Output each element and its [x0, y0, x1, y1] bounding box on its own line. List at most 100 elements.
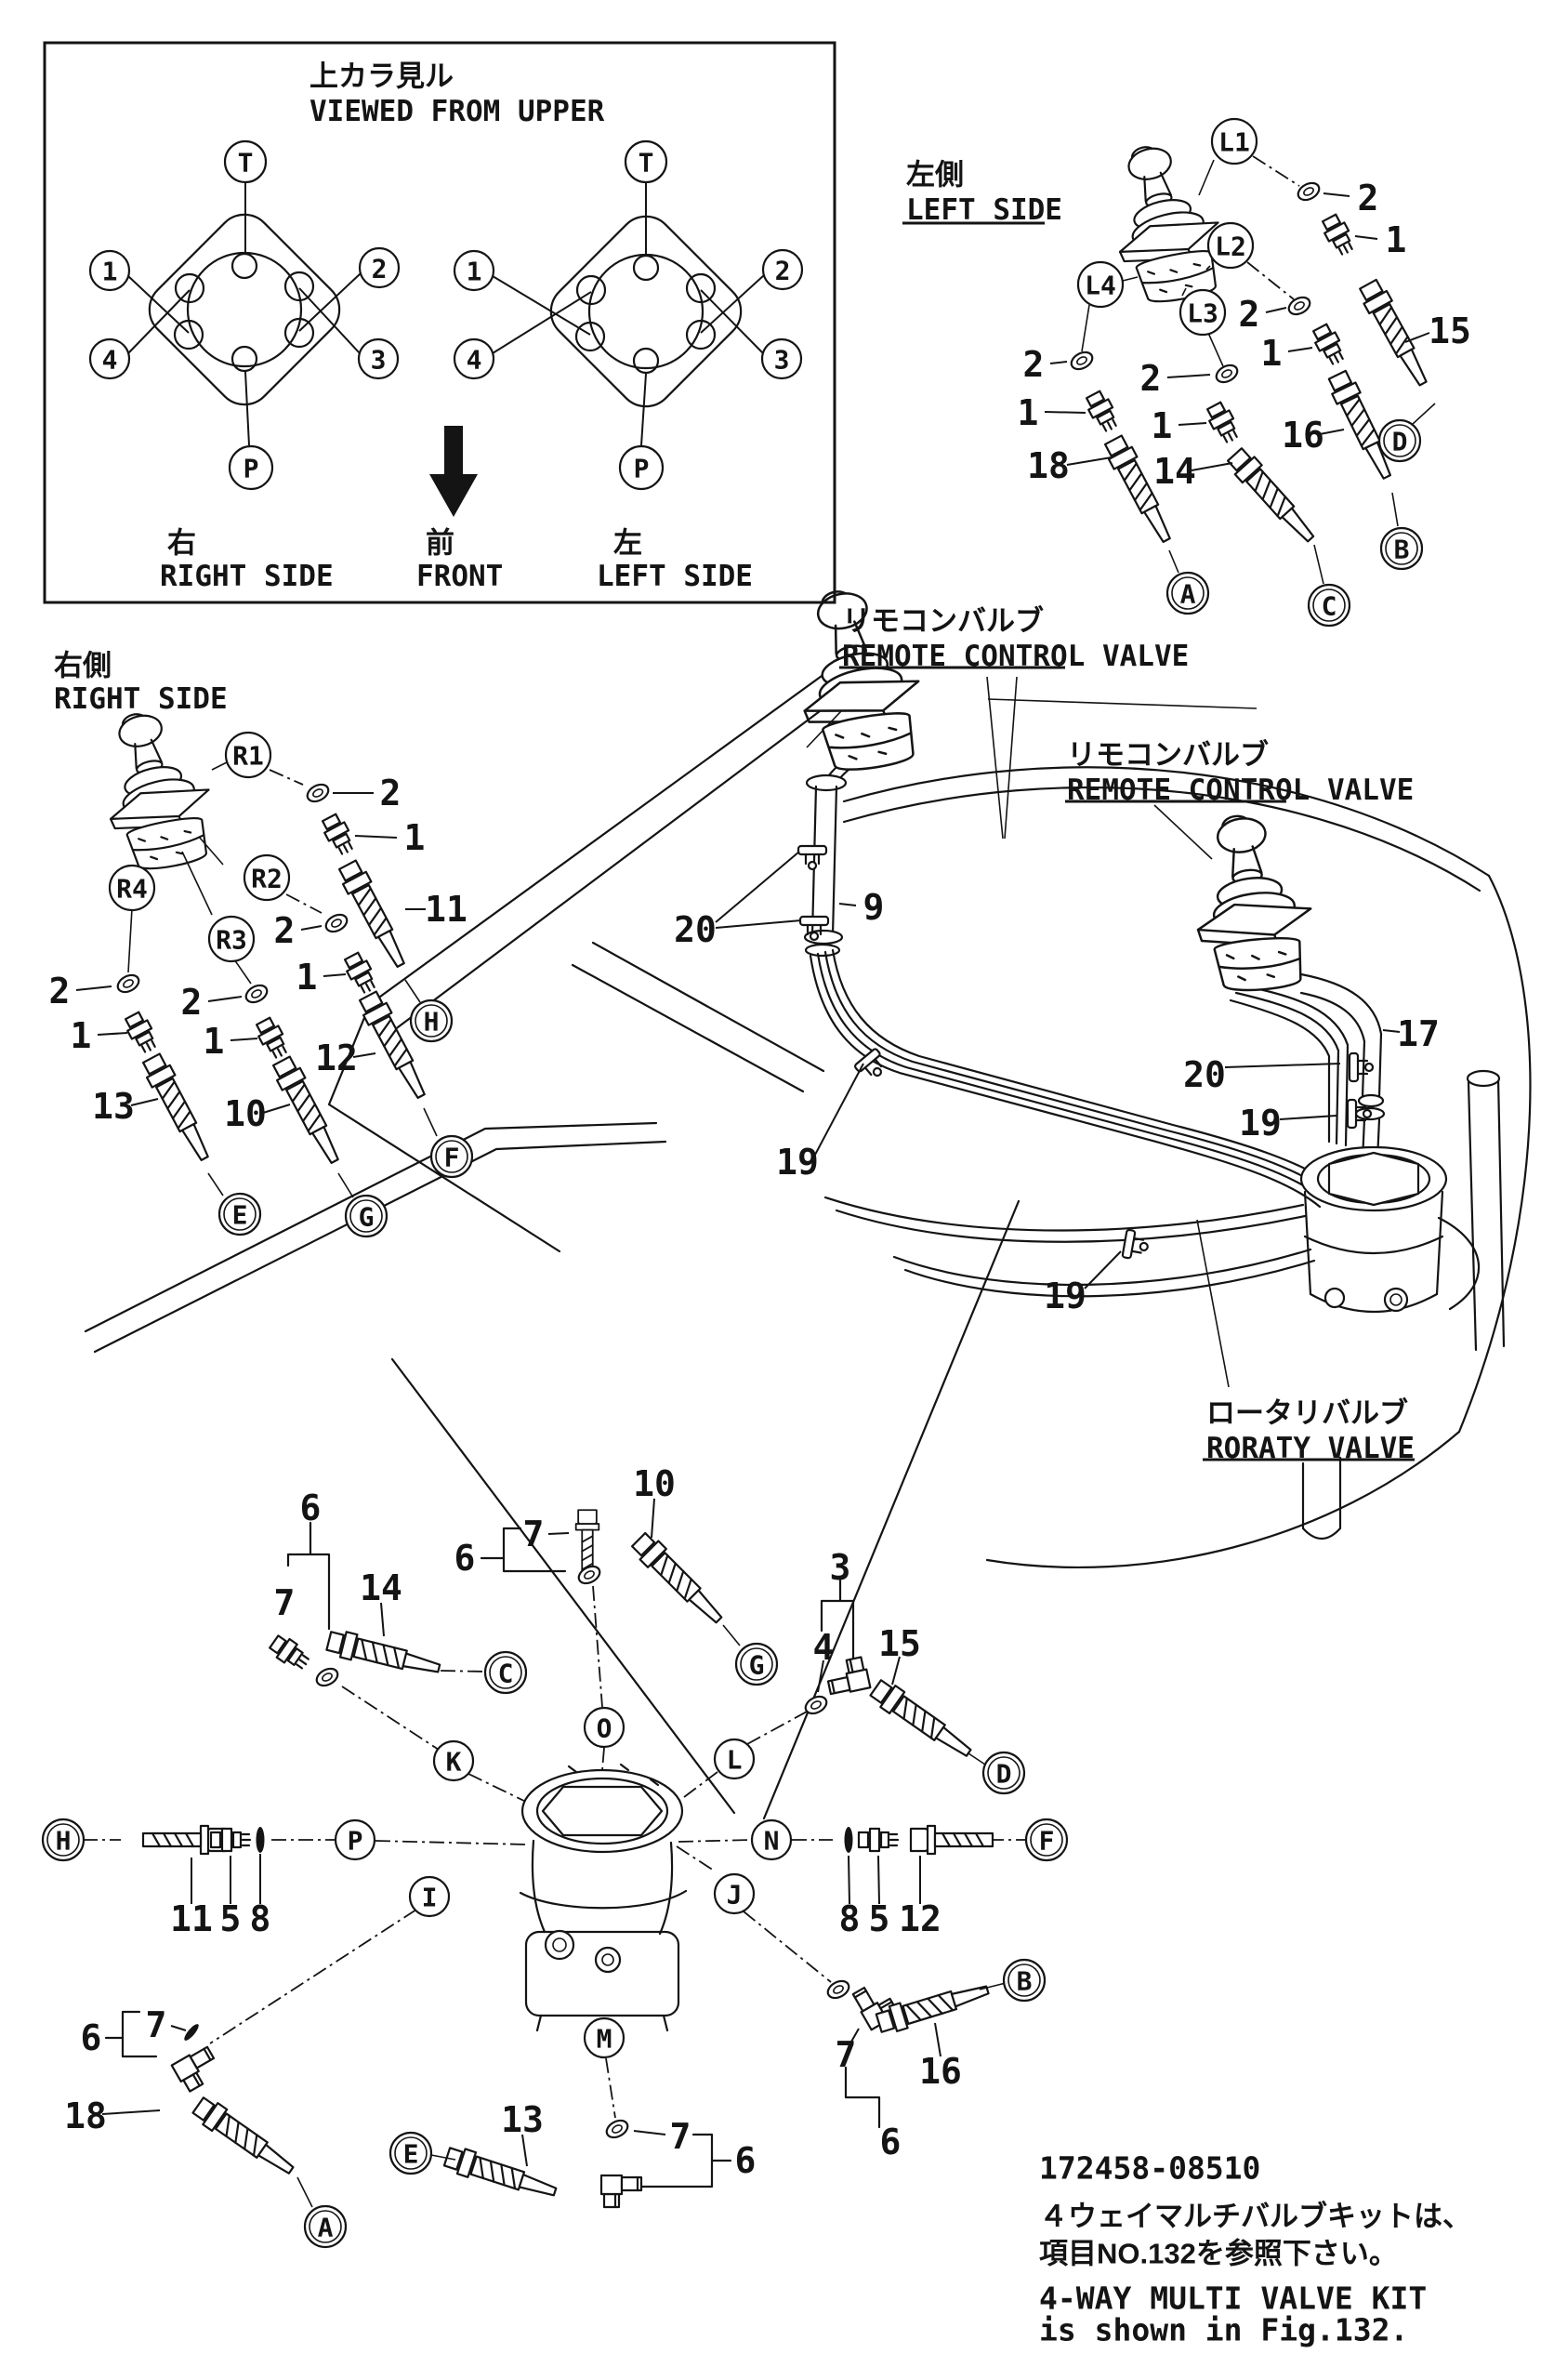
leader-line: [230, 1038, 258, 1041]
connector-circle-inner: [987, 1756, 1021, 1790]
leader-line: [1044, 411, 1086, 414]
callout-number: 19: [1044, 1276, 1086, 1316]
part-number: 172458-08510: [1039, 2150, 1260, 2187]
callout-number: 5: [220, 1898, 242, 1939]
connector-circle: [1165, 571, 1210, 615]
port-letter: P: [244, 454, 259, 484]
connector-circle-inner: [435, 1140, 468, 1173]
connector-circle: [429, 1134, 474, 1179]
connector-circle: [483, 1650, 528, 1695]
port-letter: 2: [775, 256, 791, 286]
connector-letter: F: [444, 1143, 460, 1173]
callout-number: 1: [1261, 333, 1283, 374]
callout-number: 11: [425, 889, 467, 930]
leader-line: [1354, 235, 1378, 240]
view-label-jp: 右: [167, 527, 196, 560]
port-circle: [207, 915, 256, 963]
callout-number: 1: [404, 817, 426, 858]
leader-line: [1166, 374, 1211, 378]
port-letter: R3: [216, 925, 247, 956]
view-label-jp: 左: [613, 527, 642, 560]
connector-circle-inner: [1312, 588, 1346, 622]
port-letter: M: [597, 2024, 612, 2055]
callout-number: 8: [250, 1898, 271, 1939]
port-letter: 3: [371, 345, 387, 376]
connector-circle-inner: [1383, 424, 1416, 457]
port-letter: L1: [1218, 127, 1250, 158]
callout-number: 2: [274, 910, 296, 951]
callout-number: 1: [204, 1021, 225, 1062]
footer-note-jp2: 項目NO.132を参照下さい。: [1039, 2238, 1398, 2270]
connector-circle: [303, 2204, 348, 2249]
bottom-valve-group: [83, 1509, 1025, 2209]
port-letter: L3: [1187, 298, 1218, 329]
callout-number: 16: [919, 2051, 962, 2092]
connector-circle: [217, 1192, 262, 1236]
port-circle: [760, 337, 803, 380]
port-letter: P: [634, 454, 650, 484]
connector-letter: A: [318, 2213, 334, 2243]
port-circle: [408, 1875, 451, 1918]
leader-line: [130, 1098, 159, 1106]
port-circle: [228, 444, 274, 491]
connector-circle: [409, 998, 454, 1043]
callout-number: 7: [523, 1514, 545, 1554]
callout-number: 18: [1027, 445, 1070, 486]
leader-line: [1382, 1029, 1401, 1033]
leader-line: [521, 2134, 528, 2167]
callout-number: 15: [878, 1623, 921, 1664]
connector-circle: [1377, 418, 1422, 463]
connector-circle-inner: [223, 1197, 257, 1231]
callout-number: 17: [1397, 1013, 1440, 1054]
callout-number: 3: [830, 1547, 851, 1588]
leader-line: [300, 925, 323, 931]
port-letter: R2: [251, 864, 283, 894]
section-title-en: RIGHT SIDE: [54, 682, 228, 716]
leader-line: [633, 2130, 666, 2135]
footer-note-jp1: ４ウェイマルチバルブキットは、: [1039, 2201, 1471, 2233]
connector-letter: C: [498, 1659, 514, 1689]
pipe-and-hose-bundle: [797, 760, 1344, 1209]
callout-number: 5: [869, 1898, 890, 1939]
port-circle: [108, 864, 156, 912]
port-letter: P: [348, 1826, 363, 1857]
rotary-valve-drawing: [823, 1145, 1481, 1313]
connector-letter: A: [1180, 579, 1196, 610]
leader-line: [101, 2109, 161, 2115]
port-circle: [583, 1706, 625, 1749]
leader-line: [934, 2022, 942, 2057]
inset-title-en: VIEWED FROM UPPER: [309, 95, 605, 128]
leader-line: [1265, 307, 1287, 313]
leader-line: [1279, 1115, 1337, 1120]
port-circle: [453, 337, 495, 380]
callout-number: 6: [81, 2017, 102, 2058]
port-circle: [357, 337, 400, 380]
connector-circle-inner: [740, 1647, 773, 1681]
port-letter: L4: [1085, 271, 1116, 301]
port-circle: [243, 853, 291, 902]
callout-number: 2: [380, 773, 402, 813]
port-letter: 3: [774, 345, 790, 376]
port-letter: 4: [102, 345, 118, 376]
port-letter: J: [727, 1880, 743, 1911]
callout-number: 19: [1239, 1103, 1282, 1144]
port-circle: [334, 1818, 376, 1861]
port-circle: [88, 249, 131, 292]
port-circle: [618, 444, 665, 491]
leader-line: [891, 1656, 901, 1686]
connector-letter: B: [1017, 1966, 1033, 1997]
connector-circle: [1307, 583, 1351, 628]
machine-label-jp: リモコンバルブ: [1067, 739, 1269, 772]
callout-number: 9: [863, 887, 885, 928]
leader-line: [651, 1498, 655, 1539]
leader-line: [1191, 462, 1233, 471]
port-circle: [713, 1872, 756, 1915]
port-letter: R1: [232, 741, 264, 772]
callout-number: 7: [670, 2116, 691, 2157]
connector-circle: [344, 1194, 388, 1238]
connector-letter: D: [1392, 427, 1408, 457]
connector-letter: F: [1039, 1826, 1055, 1857]
port-circle: [1179, 288, 1227, 337]
callout-number: 1: [71, 1015, 92, 1056]
